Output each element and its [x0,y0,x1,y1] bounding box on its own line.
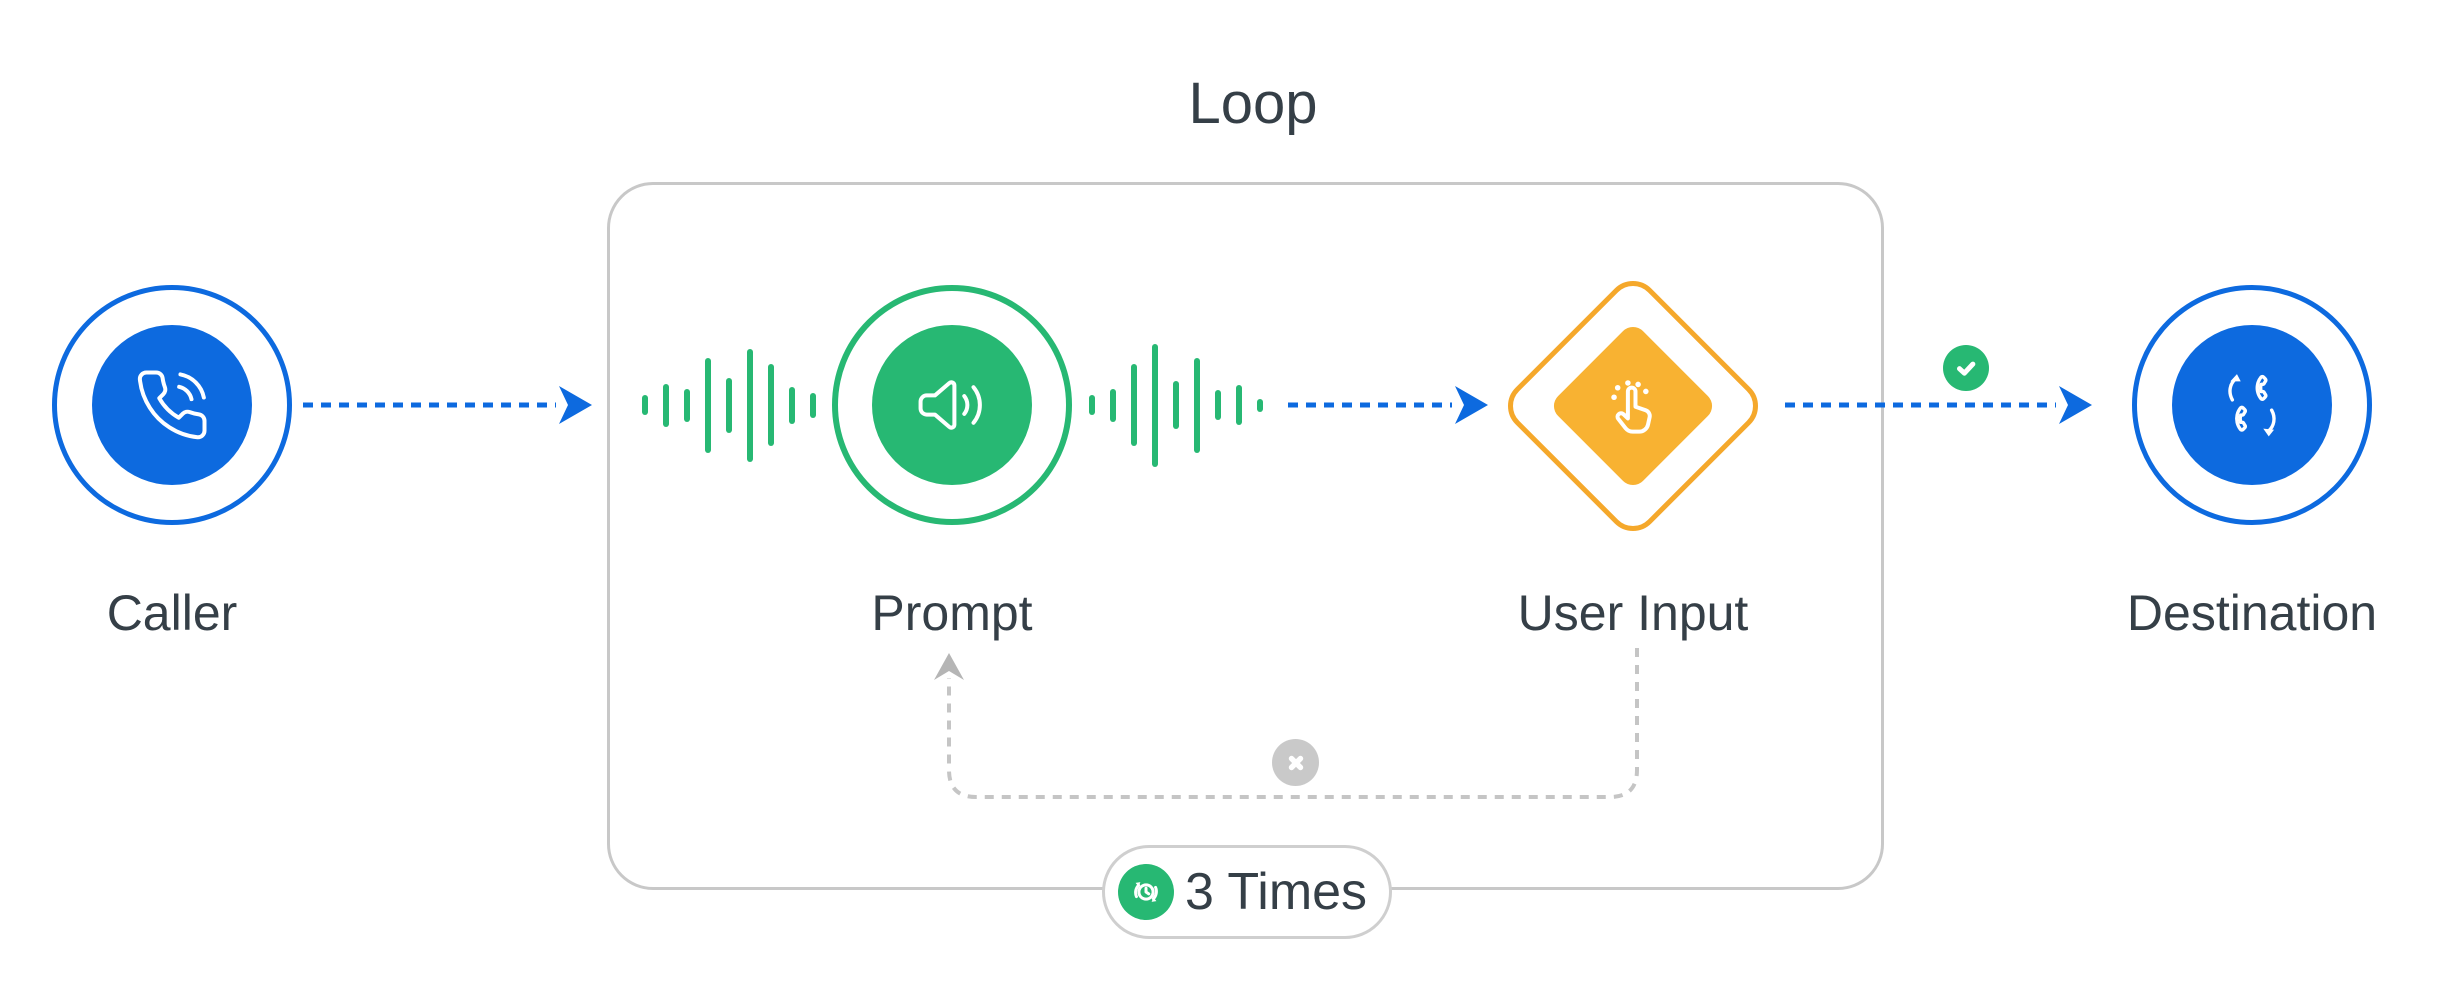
waveform-bar [1215,390,1221,420]
loop-title: Loop [1188,71,1318,136]
user-input-label: User Input [1517,585,1749,641]
waveform-bar [705,357,711,453]
repeat-clock-icon [1118,864,1174,920]
waveform-bar [1152,343,1158,467]
arrowhead-right-icon [2059,386,2092,424]
user-input-diamond-outline [1497,270,1769,542]
user-input-diamond-fill [1548,321,1718,491]
loop-count-label: 3 Times [1185,863,1368,921]
loop-count-badge: 3 Times [1102,845,1392,939]
hand-tap-icon [1611,380,1668,441]
waveform-bar [1194,357,1200,453]
waveform-bar [1089,395,1095,415]
waveform-bar [789,386,795,424]
node-caller [52,285,292,525]
node-destination [2132,285,2372,525]
caller-disc [92,325,252,485]
waveform-bar [1236,385,1242,425]
waveform-bar [726,377,732,433]
node-prompt [832,285,1072,525]
waveform-bar [684,388,690,422]
speaker-icon [911,364,993,446]
fail-badge [1272,739,1319,786]
waveform-bar [1173,381,1179,429]
caller-label: Caller [106,585,238,641]
waveform-bar [768,364,774,446]
phone-call-icon [133,366,211,444]
waveform-bar [642,395,648,415]
waveform-bar [1131,364,1137,446]
arrowhead-right-icon [559,386,592,424]
prompt-label: Prompt [871,585,1033,641]
destination-disc [2172,325,2332,485]
prompt-disc [872,325,1032,485]
waveform-bar [810,392,816,418]
call-transfer-icon [2211,374,2293,437]
success-badge [1943,345,1989,391]
repeat-clock-glyph [1126,882,1166,902]
waveform-right [1089,343,1263,467]
waveform-bar [1257,398,1263,412]
check-icon [1951,353,1981,383]
arrow-caller-to-prompt [303,386,592,424]
waveform-bar [663,383,669,427]
waveform-left [642,343,816,467]
waveform-bar [747,348,753,462]
destination-label: Destination [2126,585,2378,641]
waveform-bar [1110,388,1116,422]
x-icon [1282,749,1310,777]
node-user-input [1496,269,1770,543]
